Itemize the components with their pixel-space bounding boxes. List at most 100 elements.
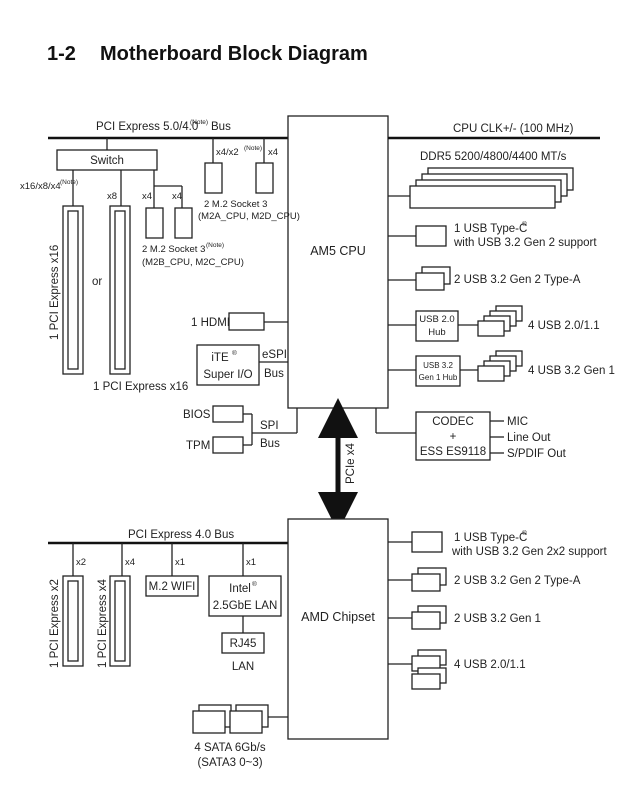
usb20-hub-sub: Hub [428, 327, 445, 338]
chipset-gen1-label: 2 USB 3.2 Gen 1 [454, 613, 541, 625]
cpu-box [287, 115, 389, 409]
usb32-hub-box [415, 355, 461, 387]
usb32-port-1 [477, 365, 505, 382]
chipset-typec-label: 1 USB Type-C [454, 532, 527, 544]
spi-label: SPI [260, 420, 279, 432]
cpu-label: AM5 CPU [310, 244, 366, 258]
cpu-typec-desc: with USB 3.2 Gen 2 support [453, 237, 597, 249]
m2-a-lanes-note: (Note) [244, 145, 262, 152]
m2-c-lanes: x4 [172, 191, 182, 202]
hdmi-port [228, 312, 265, 331]
m2-socket-d [255, 162, 274, 194]
ite-label: iTE [211, 352, 229, 364]
bios-chip [212, 405, 244, 423]
m2-wifi-label: M.2 WIFI [149, 581, 196, 593]
slot-x16-mode-note: (Note) [60, 179, 78, 186]
cpu-typec-registered: ® [522, 220, 527, 228]
usb32-hub-label: USB 3.2 [423, 361, 453, 370]
intel-label: Intel [229, 583, 251, 595]
m2-d-lanes: x4 [268, 147, 278, 158]
m2-wifi-box [145, 575, 199, 597]
tpm-label: TPM [186, 440, 210, 452]
superio-label: Super I/O [203, 369, 252, 381]
intel-registered: ® [252, 580, 257, 588]
sata-port-1 [229, 710, 263, 734]
ite-superio-box [196, 344, 260, 386]
lan-speed-label: 2.5GbE LAN [213, 600, 278, 612]
lan-lanes: x1 [246, 557, 256, 568]
codec-box [415, 411, 491, 461]
codec-ess-label: ESS ES9118 [420, 446, 486, 458]
espi-label: eSPI [262, 349, 287, 361]
slot-x4-lanes: x4 [125, 557, 135, 568]
cpu-pcie-bus-label: PCI Express 5.0/4.0 [96, 121, 198, 133]
slot-x4-label: 1 PCI Express x4 [97, 579, 109, 668]
codec-plus: + [450, 431, 457, 443]
spdif-label: S/PDIF Out [507, 448, 567, 460]
spi-bus-label: Bus [260, 438, 280, 450]
rj45-label: RJ45 [230, 638, 257, 650]
cpu-gen2a-port-1 [415, 272, 445, 291]
dimm-1 [409, 185, 556, 209]
slot-x2-lanes: x2 [76, 557, 86, 568]
m2-socket-a [204, 162, 223, 194]
or-label: or [92, 276, 102, 288]
usb20-port-1 [477, 320, 505, 337]
chipset-gen1-port-1 [411, 611, 441, 630]
chipset-usb20-label: 4 USB 2.0/1.1 [454, 659, 526, 671]
switch-label: Switch [90, 155, 124, 167]
lan-label: LAN [232, 661, 254, 673]
m2-socket-c [174, 207, 193, 239]
m2-socket-b-label: 2 M.2 Socket 3 [142, 244, 205, 255]
m2-socket-a-names: (M2A_CPU, M2D_CPU) [198, 211, 300, 222]
pcie-x16-slot-b-inner [114, 210, 126, 370]
m2-socket-a-label: 2 M.2 Socket 3 [204, 199, 267, 210]
cpu-usb20-label: 4 USB 2.0/1.1 [528, 320, 600, 332]
switch-box [56, 149, 158, 171]
chipset-bus-label: PCI Express 4.0 Bus [128, 529, 234, 541]
mic-label: MIC [507, 416, 528, 428]
wifi-lanes: x1 [175, 557, 185, 568]
chipset-label: AMD Chipset [301, 610, 375, 624]
chipset-gen2a-label: 2 USB 3.2 Gen 2 Type-A [454, 575, 581, 587]
ite-registered: ® [232, 349, 237, 357]
chipset-usb20-port-1 [411, 673, 441, 690]
cpu-typec-port [415, 225, 447, 247]
codec-label: CODEC [432, 416, 474, 428]
cpu-pcie-bus-note: (Note) [190, 119, 208, 126]
m2-socket-b-names: (M2B_CPU, M2C_CPU) [142, 257, 244, 268]
cpu-gen2a-label: 2 USB 3.2 Gen 2 Type-A [454, 274, 581, 286]
slot-x16-vertical-label: 1 PCI Express x16 [49, 245, 61, 340]
tpm-chip [212, 436, 244, 454]
usb32-hub-sub: Gen 1 Hub [419, 373, 458, 382]
slot-x8-label: x8 [107, 191, 117, 202]
chipset-typec-port [411, 531, 443, 553]
chipset-typec-desc: with USB 3.2 Gen 2x2 support [451, 546, 607, 558]
chipset-typec-registered: ® [522, 529, 527, 537]
slot-x2-label: 1 PCI Express x2 [49, 579, 61, 668]
link-label: PCIe x4 [345, 442, 357, 484]
rj45-port [221, 632, 265, 654]
cpu-typec-label: 1 USB Type-C [454, 223, 527, 235]
bios-label: BIOS [183, 409, 211, 421]
slot-x16-caption: 1 PCI Express x16 [93, 381, 188, 393]
m2-b-lanes: x4 [142, 191, 152, 202]
section-number: 1-2 [47, 43, 76, 65]
sata-names: (SATA3 0~3) [197, 757, 262, 769]
pcie-x16-slot-a-inner [67, 210, 79, 370]
cpu-pcie-bus-suffix: Bus [211, 121, 231, 133]
cpu-usb32g1-label: 4 USB 3.2 Gen 1 [528, 365, 615, 377]
pcie-x2-slot-inner [67, 580, 79, 662]
m2-a-lanes: x4/x2 [216, 147, 239, 158]
chipset-gen2a-port-1 [411, 573, 441, 592]
chipset-box [287, 518, 389, 740]
m2-socket-b-note: (Note) [206, 242, 224, 249]
page-title: Motherboard Block Diagram [100, 43, 368, 65]
ddr-label: DDR5 5200/4800/4400 MT/s [420, 151, 567, 163]
slot-x16-mode: x16/x8/x4 [20, 181, 61, 192]
m2-socket-b [145, 207, 164, 239]
espi-bus-label: Bus [264, 368, 284, 380]
sata-port-3 [192, 710, 226, 734]
usb20-hub-box [415, 310, 459, 342]
